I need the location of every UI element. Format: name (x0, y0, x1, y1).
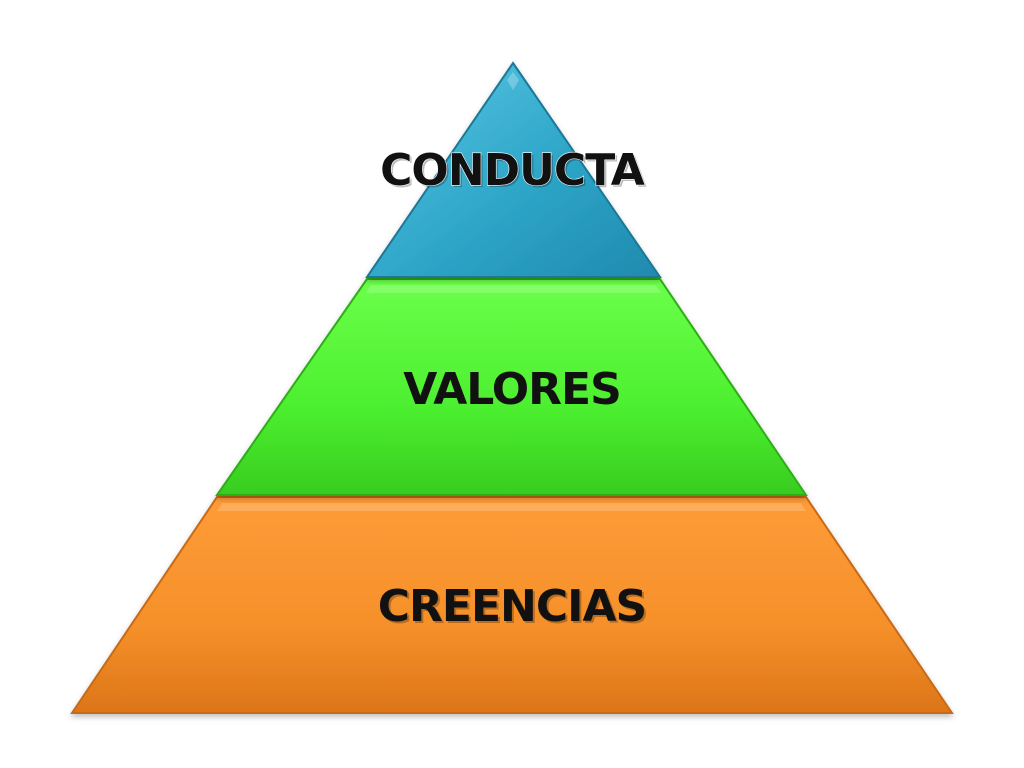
pyramid-level-valores: VALORES (215, 278, 808, 496)
pyramid-level-top-shape (365, 61, 662, 278)
pyramid-label-conducta: CONDUCTA (380, 145, 645, 196)
pyramid-level-bottom-bevel (217, 503, 806, 511)
pyramid-level-conducta: CONDUCTA CONDUCTA (365, 61, 662, 278)
pyramid-label-valores: VALORES (403, 364, 621, 415)
pyramid-level-middle-bevel (366, 285, 661, 293)
pyramid-label-creencias: CREENCIAS (378, 581, 647, 632)
pyramid-level-bottom-shape (70, 496, 954, 714)
pyramid-level-creencias: CREENCIAS CREENCIAS (70, 496, 954, 714)
pyramid-level-top-bevel (507, 72, 519, 90)
pyramid-label-shadow-creencias: CREENCIAS (380, 583, 649, 634)
pyramid-level-middle-shape (215, 278, 808, 496)
pyramid-label-shadow-conducta: CONDUCTA (382, 147, 647, 198)
